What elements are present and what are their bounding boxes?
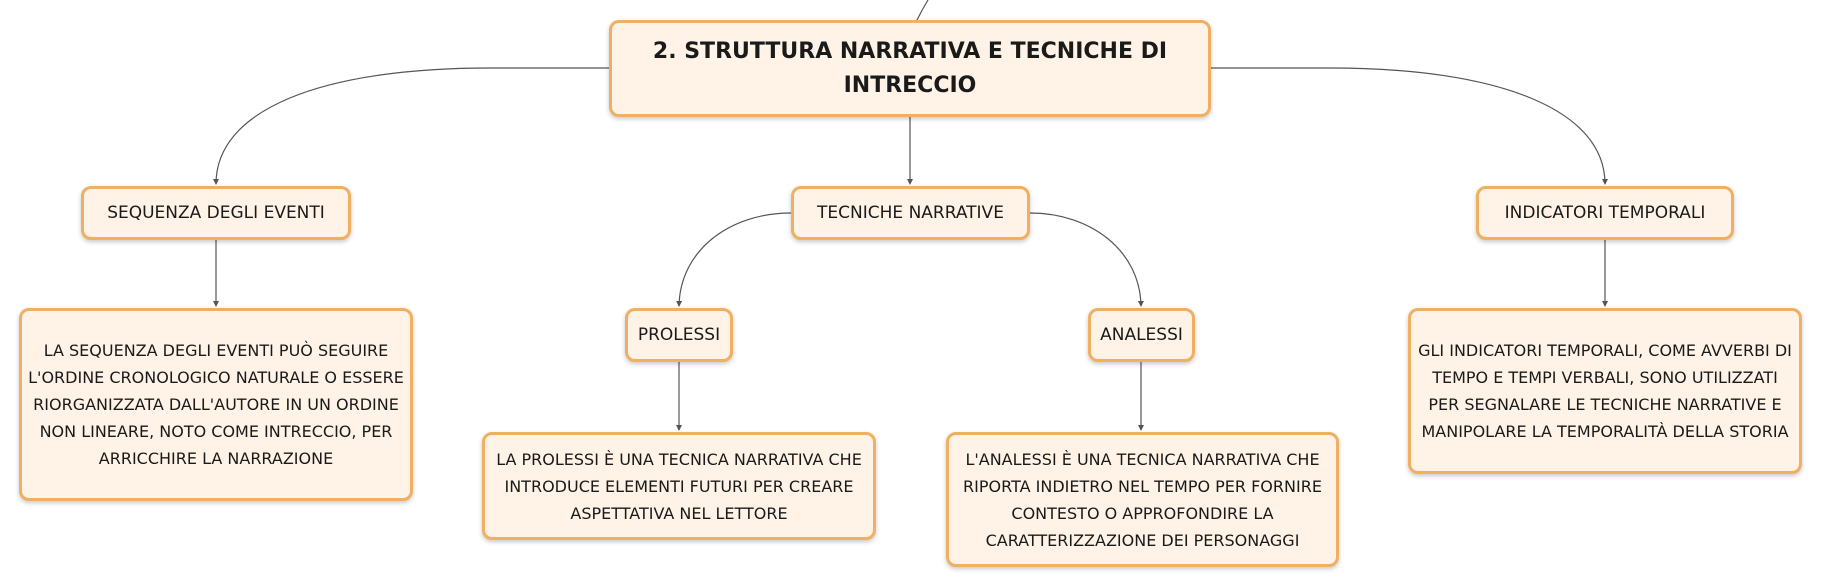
- node-indicatori-temporali[interactable]: INDICATORI TEMPORALI: [1476, 186, 1734, 240]
- description-indicatori-temporali[interactable]: GLI INDICATORI TEMPORALI, COME AVVERBI D…: [1408, 308, 1802, 474]
- connector-root-to-sequenza: [213, 67, 609, 185]
- description-text: L'ANALESSI È UNA TECNICA NARRATIVA CHE R…: [963, 449, 1322, 550]
- description-sequenza-degli-eventi[interactable]: LA SEQUENZA DEGLI EVENTI PUÒ SEGUIRE L'O…: [19, 308, 413, 501]
- node-sequenza-degli-eventi[interactable]: SEQUENZA DEGLI EVENTI: [81, 186, 351, 240]
- description-text: LA PROLESSI È UNA TECNICA NARRATIVA CHE …: [496, 449, 862, 523]
- connector-tecniche-to-analessi: [1029, 212, 1144, 307]
- description-prolessi[interactable]: LA PROLESSI È UNA TECNICA NARRATIVA CHE …: [482, 432, 876, 540]
- node-label: ANALESSI: [1100, 325, 1183, 345]
- connector-tecniche-to-prolessi: [676, 212, 792, 307]
- node-prolessi[interactable]: PROLESSI: [625, 308, 733, 362]
- node-label: INDICATORI TEMPORALI: [1504, 203, 1706, 223]
- node-analessi[interactable]: ANALESSI: [1088, 308, 1195, 362]
- root-node[interactable]: 2. STRUTTURA NARRATIVA E TECNICHE DI INT…: [609, 20, 1211, 117]
- description-analessi[interactable]: L'ANALESSI È UNA TECNICA NARRATIVA CHE R…: [946, 432, 1339, 567]
- description-text: LA SEQUENZA DEGLI EVENTI PUÒ SEGUIRE L'O…: [28, 341, 404, 468]
- root-node-title: 2. STRUTTURA NARRATIVA E TECNICHE DI INT…: [652, 38, 1168, 98]
- node-tecniche-narrative[interactable]: TECNICHE NARRATIVE: [791, 186, 1030, 240]
- node-label: PROLESSI: [637, 325, 721, 345]
- node-label: SEQUENZA DEGLI EVENTI: [107, 203, 325, 223]
- node-label: TECNICHE NARRATIVE: [817, 203, 1004, 223]
- connector-root-to-indicatori: [1211, 67, 1608, 185]
- description-text: GLI INDICATORI TEMPORALI, COME AVVERBI D…: [1418, 341, 1792, 441]
- connector-parent-to-root: [916, 0, 929, 21]
